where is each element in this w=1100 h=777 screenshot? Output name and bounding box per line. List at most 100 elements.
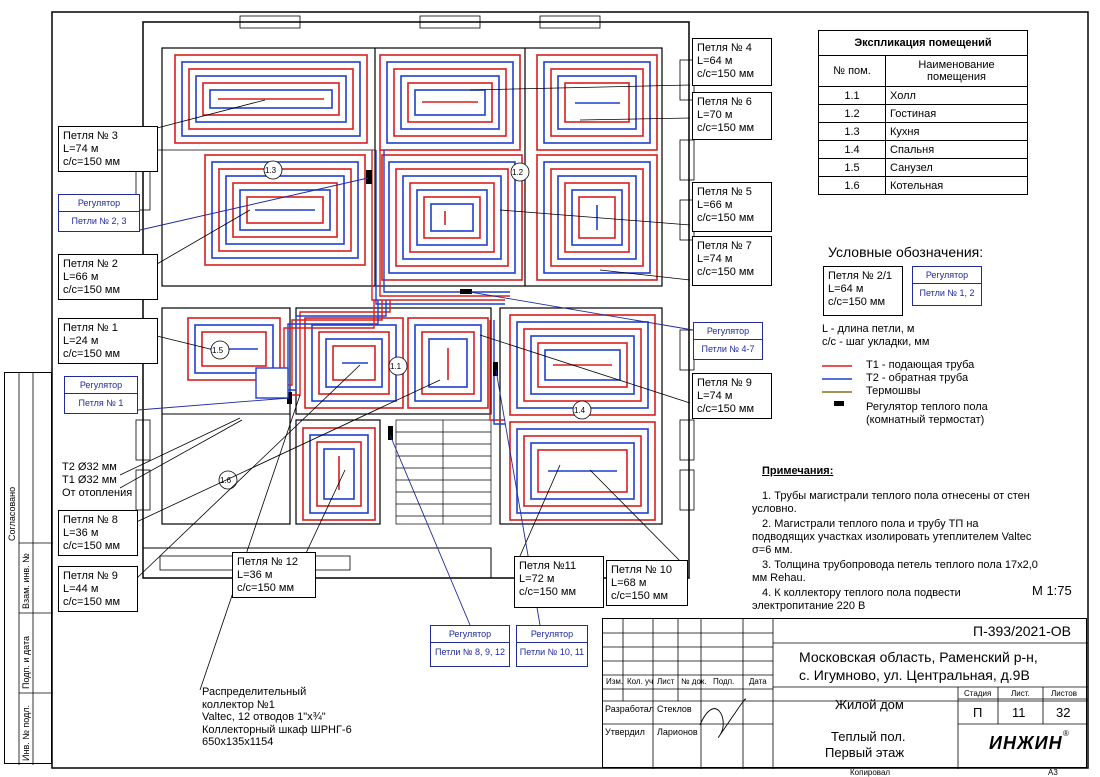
col-num-header: № пом. [818, 55, 886, 87]
logo-registered-mark: ® [1063, 729, 1069, 738]
side-signature-date: Подп. и дата [21, 635, 31, 689]
explication-table: Экспликация помещений № пом.Наименование… [818, 30, 1028, 195]
stamp-sheet-title-1: Теплый пол. [831, 729, 906, 744]
legend-regulator-1: Регулятор теплого пола [866, 401, 988, 413]
signature [699, 698, 746, 738]
legend-regulator-2: (комнатный термостат) [866, 414, 985, 426]
loop-5 [381, 154, 523, 281]
company-logo: ИНЖИН [989, 733, 1063, 753]
pipe-from-label: От отопления [62, 487, 133, 499]
stamp-h-izm: Изм. [606, 677, 624, 686]
leader-lines [119, 84, 691, 691]
stamp-sheet: 11 [1012, 705, 1026, 720]
stamp-h-date: Дата [749, 677, 767, 686]
scale-label: М 1:75 [1032, 583, 1072, 598]
side-inv-original: Инв. № подл. [21, 704, 31, 761]
heating-loops [174, 54, 658, 521]
pipe-t1-label: Т1 Ø32 мм [62, 474, 117, 486]
stamp-object: Жилой дом [835, 697, 904, 712]
notes-title: Примечания: [762, 465, 834, 477]
side-stamp: Согласовано Взам. инв. № Подп. и дата Ин… [4, 372, 53, 765]
pipe-t2-label: Т2 Ø32 мм [62, 461, 117, 473]
stamp-h-sheets: Листов [1051, 689, 1077, 698]
room-mark-1-1: 1.1 [390, 362, 402, 371]
room-mark-1-6: 1.6 [220, 476, 232, 485]
stamp-developer-name: Стеклов [657, 704, 692, 714]
room-marks [210, 160, 592, 490]
loop-7 [536, 154, 658, 281]
room-mark-1-2: 1.2 [512, 168, 524, 177]
loop-8 [304, 317, 404, 409]
legend-l-desc: L - длина петли, м [822, 323, 915, 335]
stamp-sheets: 32 [1056, 705, 1071, 720]
note-item: 4. К коллектору теплого пола подвести эл… [752, 587, 961, 612]
loop-6 [536, 54, 658, 151]
legend-title: Условные обозначения: [828, 244, 984, 260]
stamp-copied: Копировал [850, 768, 891, 777]
explication-title: Экспликация помещений [818, 30, 1028, 56]
note-item: 2. Магистрали теплого пола и трубу ТП на… [752, 518, 1032, 556]
stamp-h-sheet: Лист. [1011, 689, 1030, 698]
loop-9-bedroom [509, 314, 656, 416]
loop-9 [407, 317, 489, 409]
stamp-h-list: Лист [657, 677, 675, 686]
stamp-approver-role: Утвердил [605, 727, 645, 737]
legend-c-desc: с/с - шаг укладки, мм [822, 336, 930, 348]
stamp-h-doc: № док. [681, 677, 707, 686]
note-item: 1. Трубы магистрали теплого пола отнесен… [752, 490, 1030, 515]
thermostats [287, 170, 498, 440]
loop-10 [509, 421, 656, 521]
side-inv-replace: Взам. инв. № [21, 553, 31, 609]
room-mark-1-5: 1.5 [212, 346, 224, 355]
title-block: Изм. Кол. уч Лист № док. Подп. Дата Разр… [602, 618, 1088, 769]
title-block-grid [603, 619, 1088, 769]
stamp-developer-role: Разработал [605, 704, 654, 714]
trunk-lines [260, 150, 510, 425]
stamp-h-kol: Кол. уч [627, 677, 654, 686]
notes-block: Примечания: 1. Трубы магистрали теплого … [752, 465, 1042, 613]
legend-t1: Т1 - подающая труба [866, 359, 975, 371]
room-mark-1-4: 1.4 [574, 406, 586, 415]
stamp-sheet-title-2: Первый этаж [825, 745, 905, 760]
legend-samples [822, 365, 852, 406]
stamp-h-stage: Стадия [964, 689, 992, 698]
col-name-header: Наименование помещения [885, 55, 1028, 87]
room-mark-1-3: 1.3 [265, 166, 277, 175]
legend-termo: Термошвы [866, 385, 921, 397]
building-walls [135, 15, 695, 579]
stamp-h-podp: Подп. [713, 677, 735, 686]
stamp-approver-name: Ларионов [657, 727, 698, 737]
loop-12 [302, 427, 376, 521]
stamp-stage: П [973, 705, 983, 720]
stamp-format: А3 [1048, 768, 1058, 777]
note-item: 3. Толщина трубопровода петель теплого п… [752, 559, 1038, 584]
legend-t2: Т2 - обратная труба [866, 372, 969, 384]
stamp-address-1: Московская область, Раменский р-н, [799, 649, 1038, 665]
loop-4 [379, 54, 521, 151]
